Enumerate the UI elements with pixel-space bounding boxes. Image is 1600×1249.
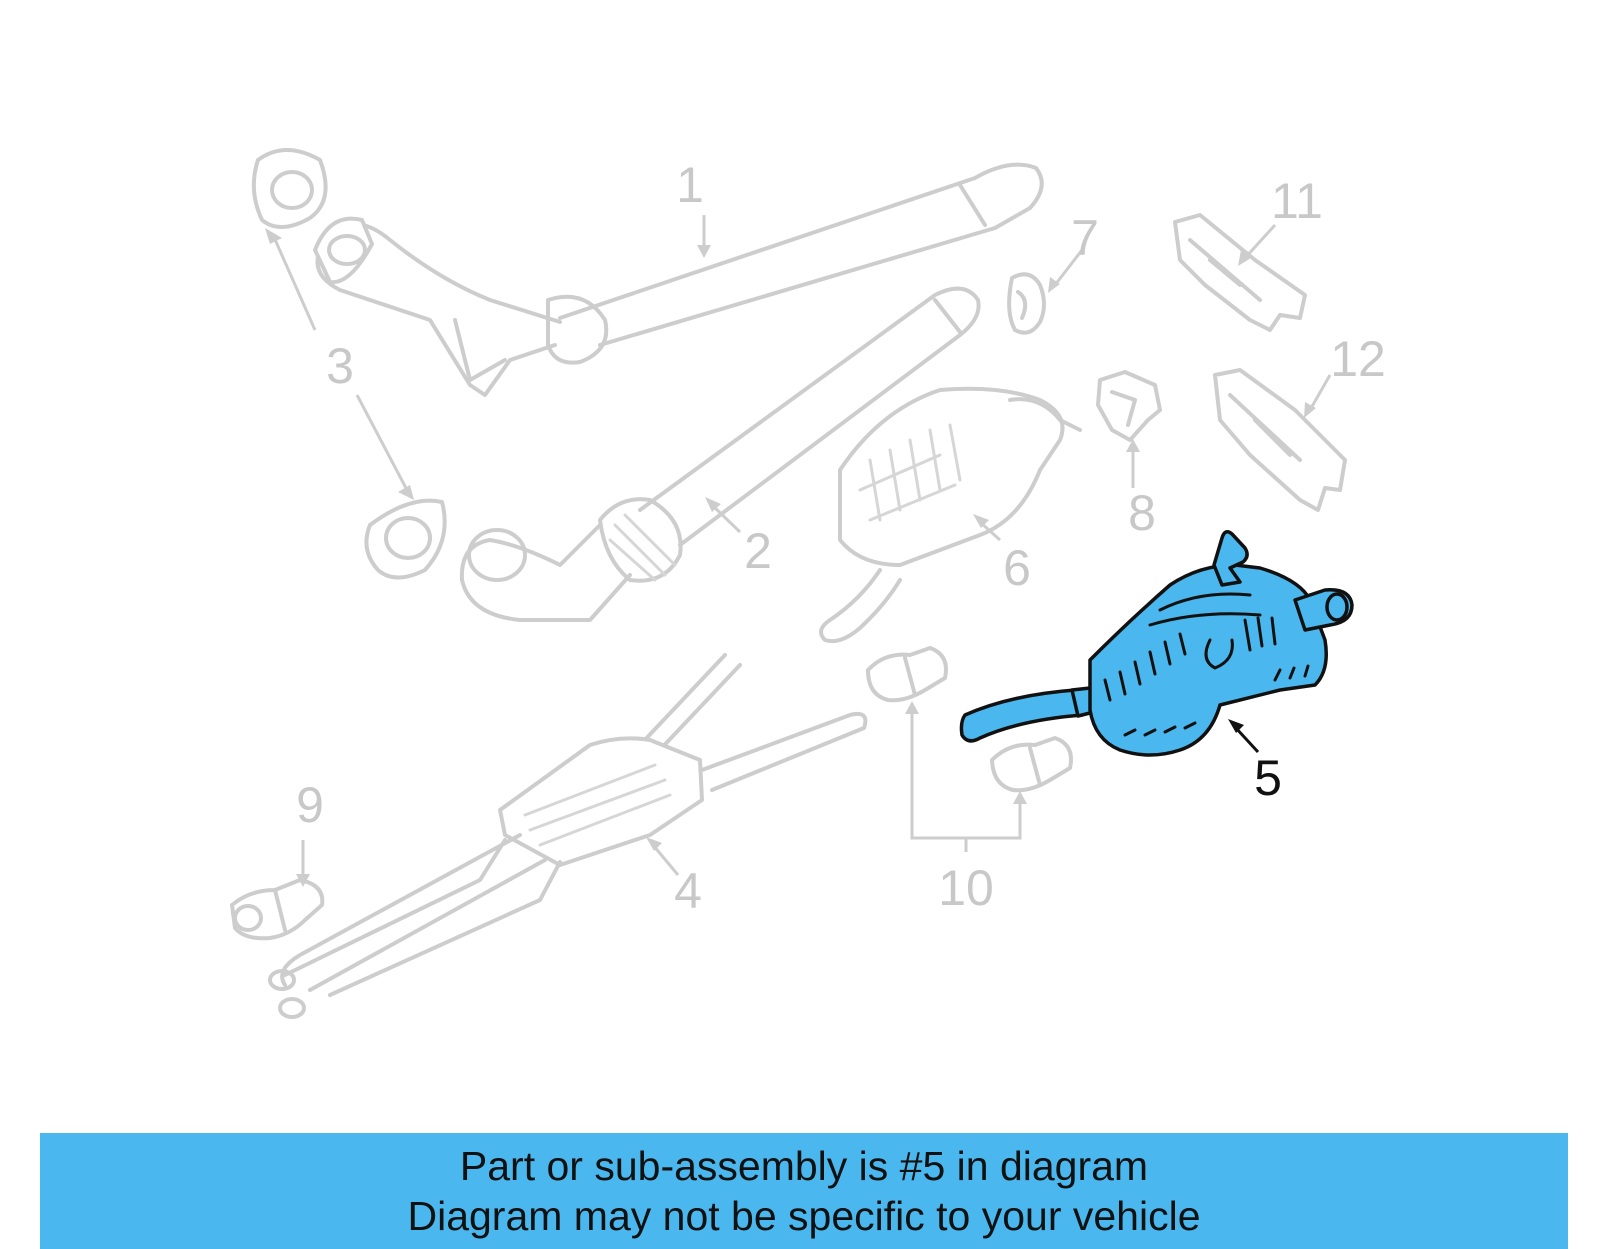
callout-10: 10 (938, 860, 994, 916)
banner-line-disclaimer: Diagram may not be specific to your vehi… (407, 1193, 1201, 1239)
part-12-heat-shield (1213, 368, 1347, 512)
part-10-clamps (866, 646, 1073, 793)
callout-7: 7 (1071, 210, 1099, 266)
callout-11: 11 (1271, 173, 1323, 229)
callout-3: 3 (326, 338, 354, 394)
part-9-clamp (230, 878, 325, 941)
info-banner: Part or sub-assembly is #5 in diagram Di… (40, 1133, 1568, 1249)
part-6-front-muffler (819, 386, 1082, 644)
callout-6: 6 (1003, 540, 1031, 596)
part-7-clip (1007, 272, 1046, 335)
part-4-center-section (268, 653, 868, 1019)
part-3-gaskets (251, 148, 447, 580)
part-8-hanger (1096, 370, 1162, 442)
exhaust-system-diagram: 1 3 2 6 7 (230, 148, 1386, 1019)
callout-5: 5 (1254, 750, 1282, 806)
part-2-intermediate-pipe (459, 286, 981, 622)
part-5-rear-muffler (959, 530, 1354, 757)
callout-4: 4 (674, 863, 702, 919)
callout-1: 1 (676, 157, 704, 213)
callout-9: 9 (296, 777, 324, 833)
part-11-heat-shield (1173, 213, 1307, 332)
callout-8: 8 (1128, 485, 1156, 541)
callout-2: 2 (744, 523, 772, 579)
callout-12: 12 (1330, 331, 1386, 387)
banner-line-part-info: Part or sub-assembly is #5 in diagram (459, 1143, 1149, 1189)
part-1-front-pipe (313, 162, 1044, 397)
